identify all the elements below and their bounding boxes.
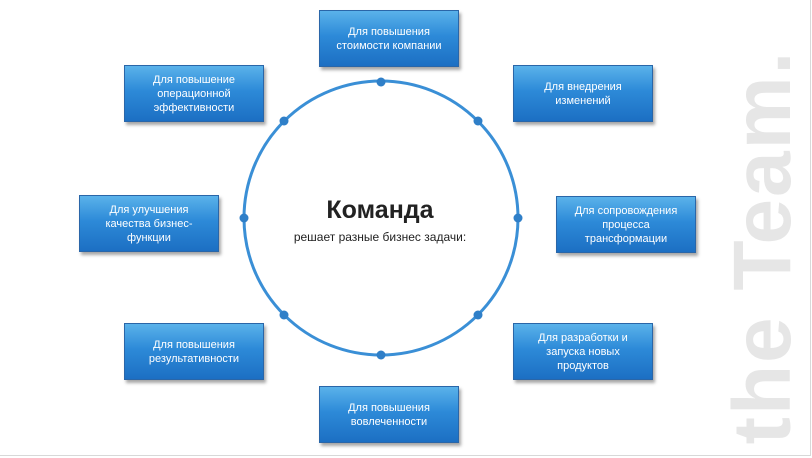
box-new-products: Для разработки и запуска новых продуктов	[513, 323, 653, 380]
ring-node-8	[279, 116, 289, 126]
watermark: the Team.	[717, 40, 808, 455]
ring-node-4	[473, 310, 483, 320]
ring-node-7	[239, 213, 249, 223]
box-transformation-support: Для сопровождения процесса трансформации	[556, 196, 696, 253]
box-company-value: Для повышения стоимости компании	[319, 10, 459, 67]
box-change-implementation: Для внедрения изменений	[513, 65, 653, 122]
ring-node-1	[376, 77, 386, 87]
center-subtitle: решает разные бизнес задачи:	[293, 230, 467, 244]
watermark-text: the Team.	[717, 49, 808, 445]
box-business-function-quality: Для улучшения качества бизнес-функции	[79, 195, 219, 252]
box-performance: Для повышения результативности	[124, 323, 264, 380]
ring-node-5	[376, 350, 386, 360]
ring-node-2	[473, 116, 483, 126]
box-operational-efficiency: Для повышение операционной эффективности	[124, 65, 264, 122]
ring-node-3	[513, 213, 523, 223]
box-engagement: Для повышения вовлеченности	[319, 386, 459, 443]
center-title: Команда	[326, 196, 434, 224]
ring-node-6	[279, 310, 289, 320]
